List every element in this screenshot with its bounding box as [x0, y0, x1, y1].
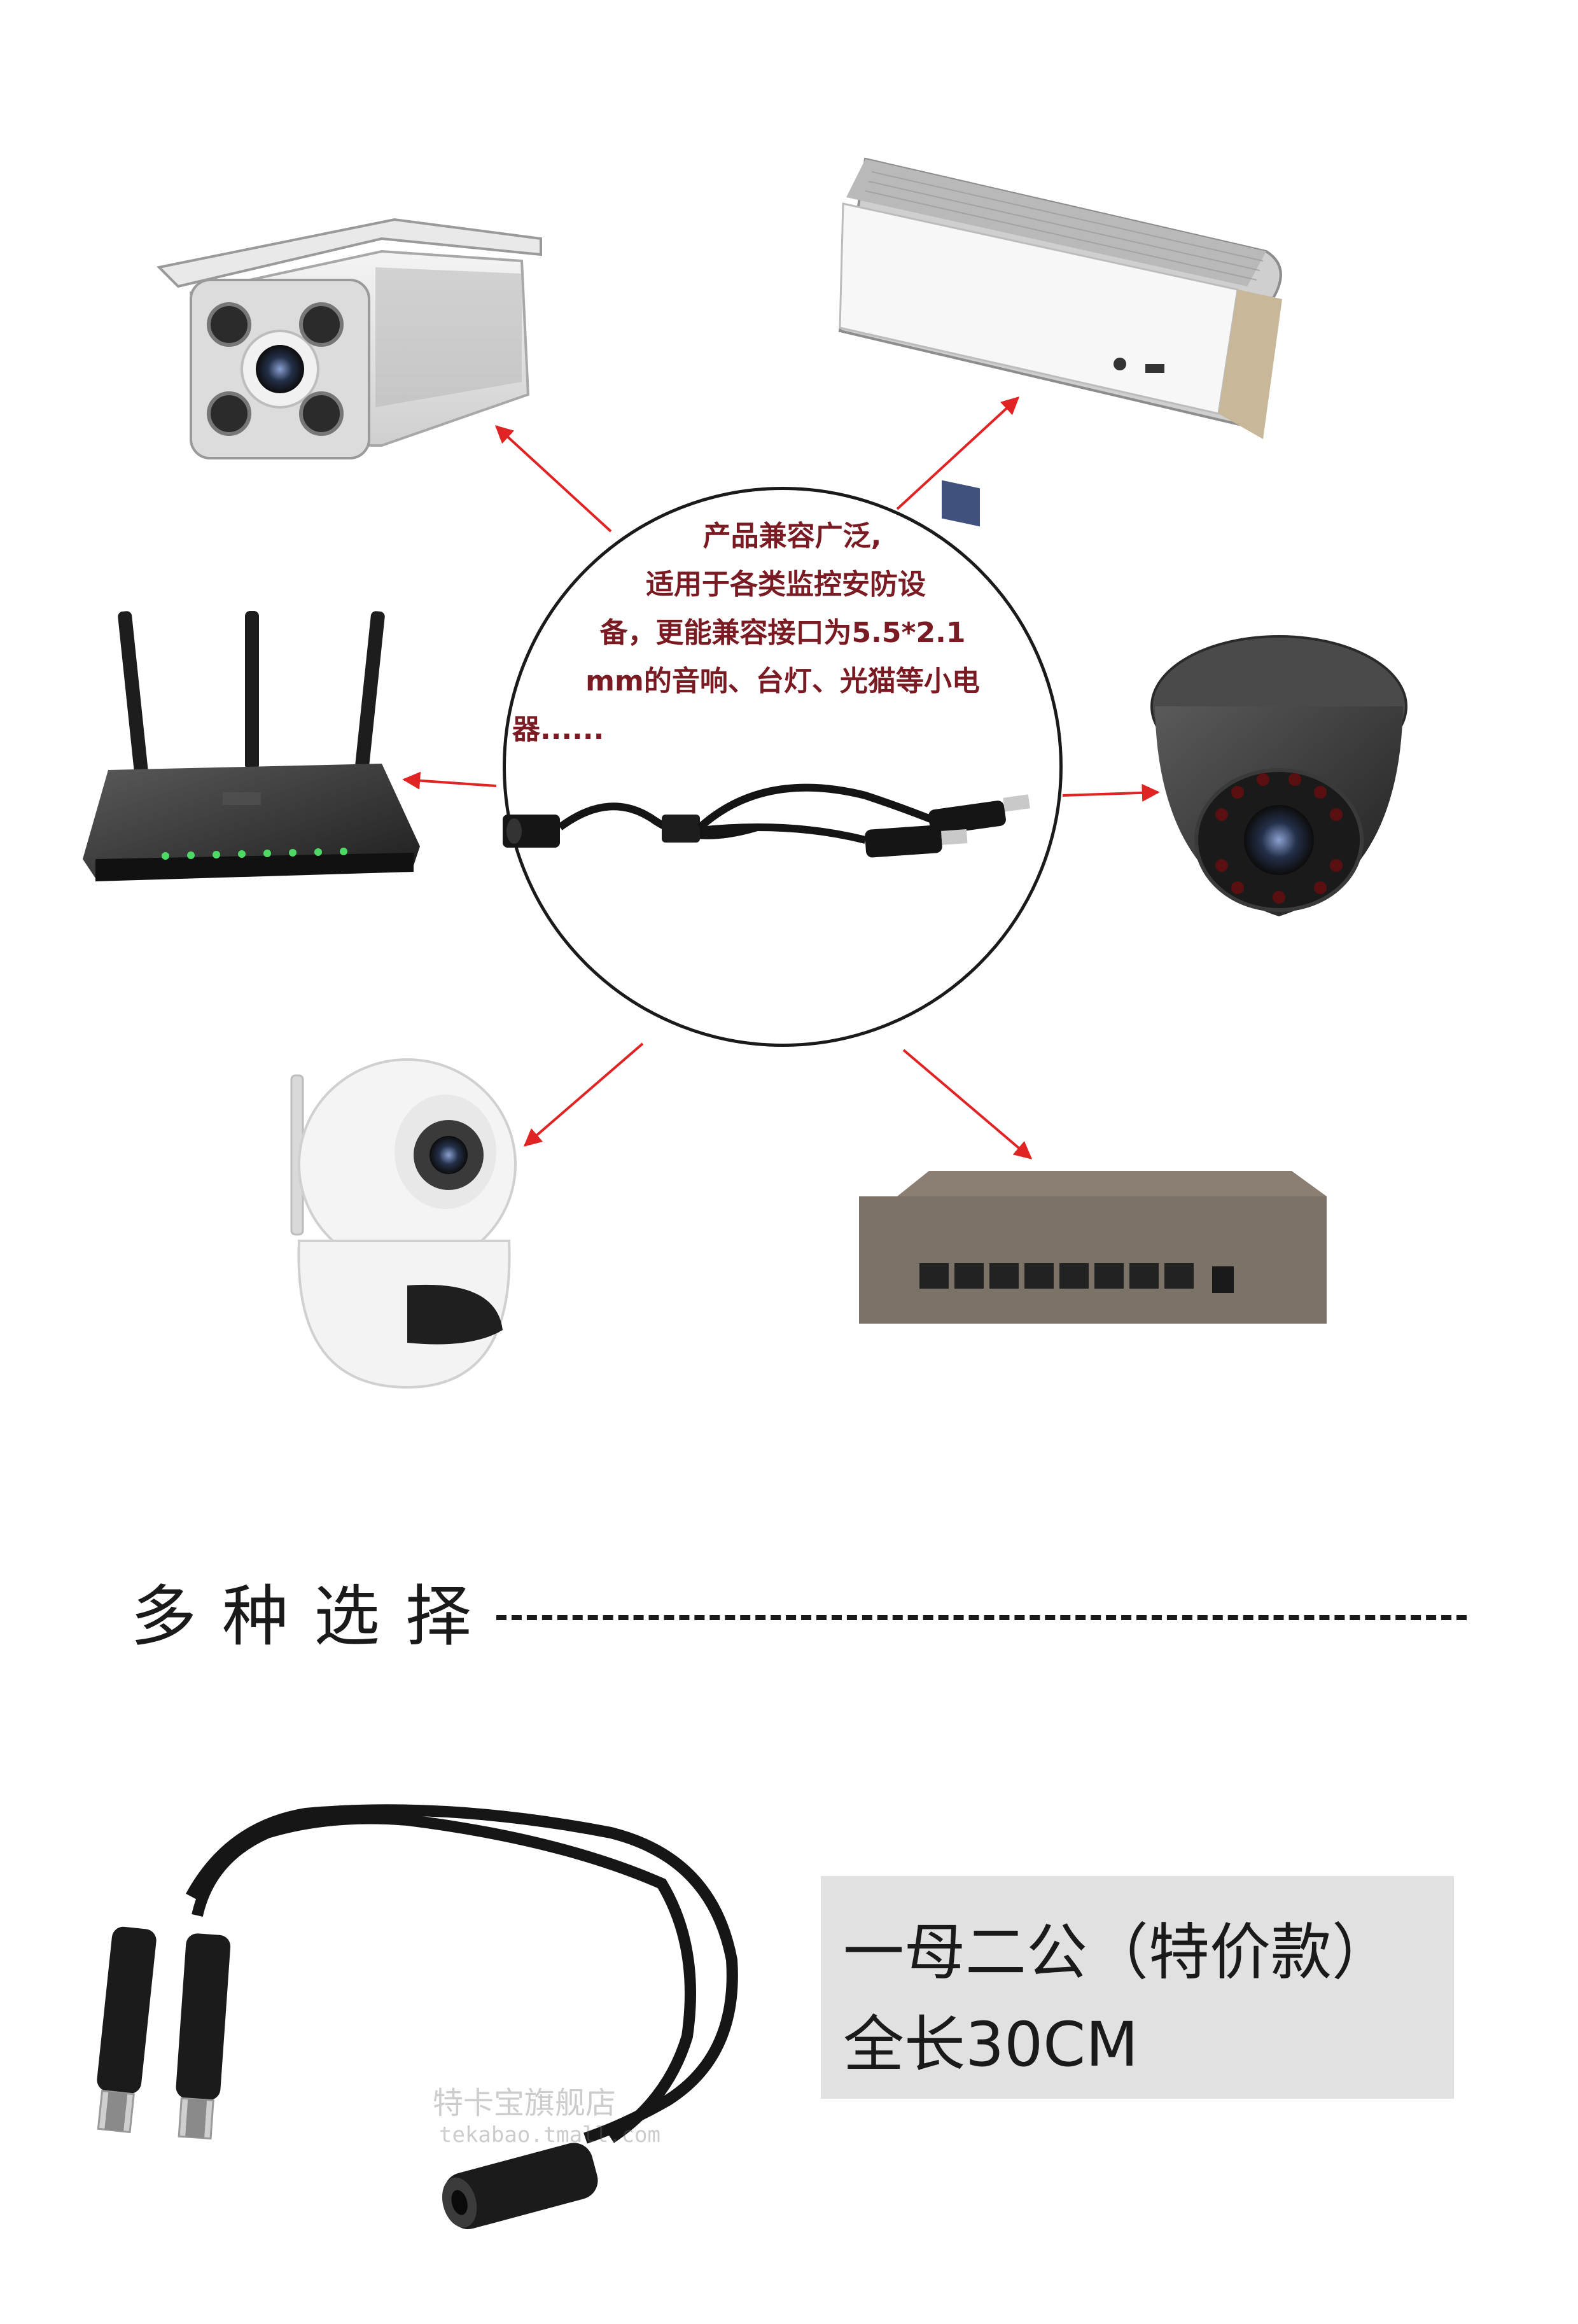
- splitter-cable-image: [97, 1804, 738, 2229]
- compatibility-description: 产品兼容广泛, 适用于各类监控安防设 备，更能兼容接口为5.5*2.1 mm的音…: [503, 512, 1063, 754]
- arrows: [402, 396, 1160, 1159]
- arrow-to-switch: [902, 1049, 1033, 1159]
- arrow-to-ptz-camera: [523, 1042, 644, 1147]
- arrow-to-dome-camera: [1062, 783, 1160, 802]
- arrow-to-speaker: [896, 396, 1020, 510]
- description-line: 产品兼容广泛,: [702, 520, 882, 552]
- dome-camera-image: [1150, 635, 1407, 916]
- speaker-image: [838, 157, 1282, 527]
- watermark-store-url: tekabao.tmall.com: [439, 2122, 660, 2148]
- description-line: 器......: [512, 713, 604, 746]
- ptz-camera-image: [290, 1058, 517, 1389]
- description-line: 备，更能兼容接口为5.5*2.1: [599, 617, 966, 649]
- arrow-to-bullet-camera: [494, 425, 612, 533]
- description-line: 适用于各类监控安防设: [646, 568, 926, 601]
- section-title: 多种选择: [130, 1578, 498, 1655]
- spec-box: [821, 1876, 1454, 2099]
- description-line: mm的音响、台灯、光猫等小电: [585, 665, 980, 697]
- arrow-to-router: [402, 771, 497, 790]
- section-divider: [496, 1615, 1467, 1620]
- bullet-camera-image: [156, 218, 542, 459]
- watermark-store-name: 特卡宝旗舰店: [433, 2085, 617, 2121]
- center-circle: [503, 487, 1063, 1047]
- spec-length: 全长30CM: [843, 2009, 1139, 2080]
- wifi-router-image: [83, 611, 420, 881]
- network-switch-image: [859, 1171, 1327, 1324]
- spec-type: 一母二公（特价款）: [843, 1917, 1393, 1988]
